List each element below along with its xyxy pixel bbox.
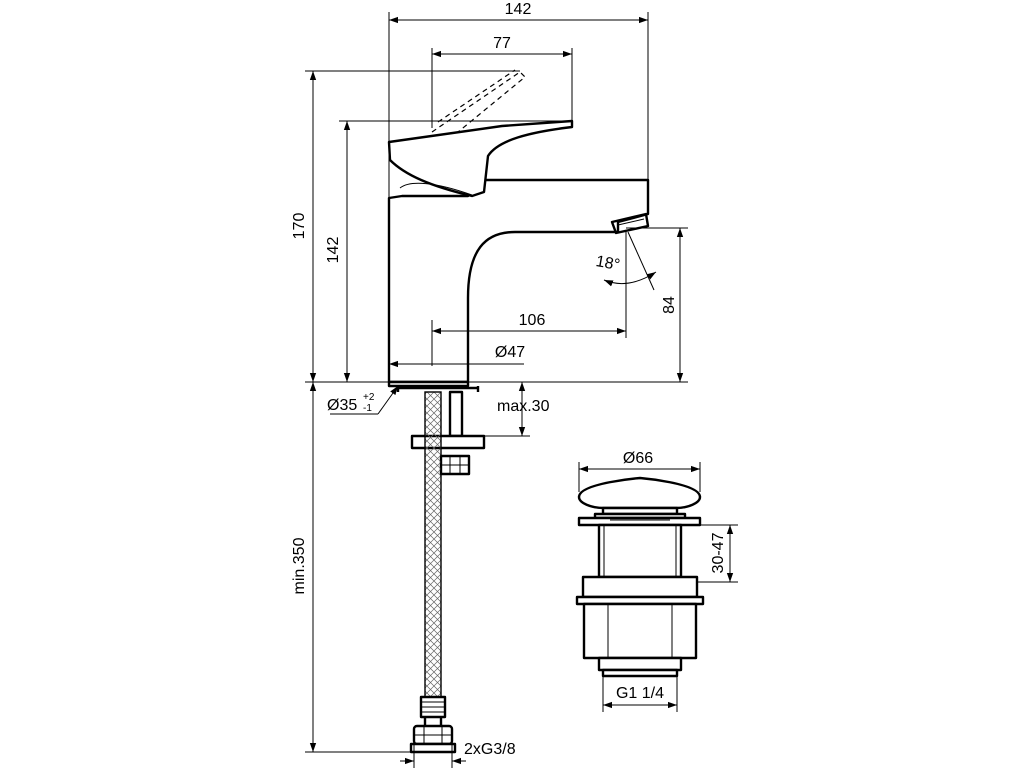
label-base-diameter: Ø47 (495, 344, 525, 361)
label-waste-range: 30-47 (710, 532, 727, 573)
dim-handle-height: 142 (325, 120, 572, 382)
label-hole-tol-lower: -1 (363, 403, 372, 414)
label-spout-angle: 18° (594, 253, 621, 274)
flexible-hose (409, 391, 457, 754)
label-connections: 2xG3/8 (464, 741, 516, 758)
faucet-base (387, 380, 480, 392)
dim-waste-range: 30-47 (697, 524, 738, 583)
dim-spout-reach: 106 (431, 232, 627, 366)
dim-connections: 2xG3/8 (400, 741, 516, 768)
dim-spout-height: 84 (626, 227, 688, 382)
pop-up-waste (575, 476, 705, 678)
dim-overall-height: 170 (291, 70, 520, 382)
label-overall-height: 170 (291, 213, 308, 240)
dim-max-thickness: max.30 (484, 382, 550, 437)
label-hole-tol-upper: +2 (363, 392, 375, 403)
dim-waste-thread: G1 1/4 (602, 676, 678, 712)
dim-overall-width: 142 (388, 1, 649, 198)
dim-waste-diameter: Ø66 (578, 450, 701, 492)
label-handle-height: 142 (325, 237, 342, 264)
label-hole-diameter: Ø35 (327, 397, 357, 414)
label-waste-diameter: Ø66 (623, 450, 653, 467)
label-hose-length: min.350 (291, 537, 308, 594)
dim-hole-diameter: Ø35 +2 -1 (327, 385, 399, 415)
label-spout-height: 84 (661, 296, 678, 314)
faucet-lever (387, 69, 574, 198)
label-waste-thread: G1 1/4 (616, 685, 664, 702)
dim-spout-angle: 18° (594, 231, 657, 291)
dim-base-diameter: Ø47 (389, 344, 525, 370)
label-overall-width: 142 (505, 1, 532, 18)
label-spout-reach: 106 (519, 312, 546, 329)
dim-handle-reach: 77 (431, 35, 573, 128)
label-max-thickness: max.30 (497, 398, 550, 415)
label-handle-reach: 77 (493, 35, 511, 52)
mounting-hardware (410, 390, 486, 476)
dim-hose-length: min.350 (291, 382, 414, 753)
